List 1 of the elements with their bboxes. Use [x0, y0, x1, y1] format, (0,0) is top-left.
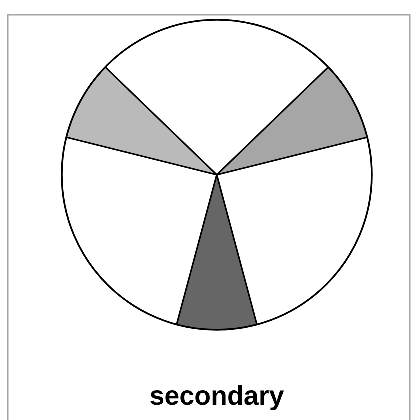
caption-text: secondary	[150, 385, 284, 411]
